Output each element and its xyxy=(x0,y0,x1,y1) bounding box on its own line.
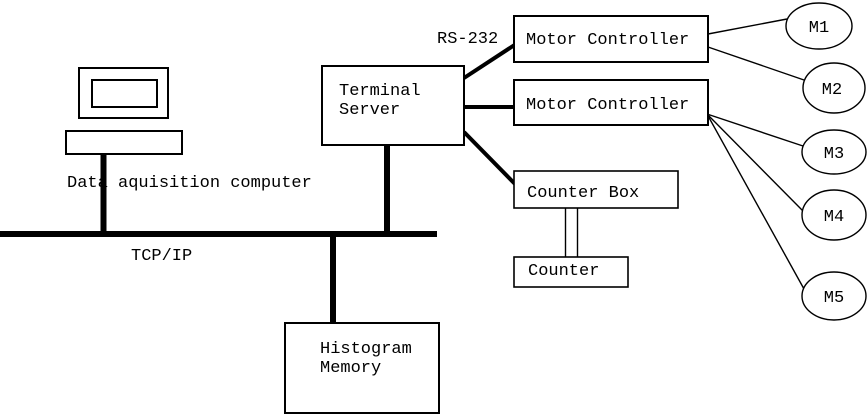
motor-m2-ellipse xyxy=(802,62,866,114)
motor-controller-2-box xyxy=(513,79,709,126)
connector-terminal-server-to-counter-box xyxy=(462,130,517,186)
data-acquisition-computer-label: Data aquisition computer xyxy=(67,174,312,193)
terminal-server-box xyxy=(321,65,465,146)
connector-motor-controller-2-to-m5 xyxy=(706,113,805,290)
motor-controller-1-label: Motor Controller xyxy=(526,31,689,50)
counter-box xyxy=(513,256,629,288)
counter-label: Counter xyxy=(528,262,599,281)
motor-m5-label: M5 xyxy=(824,289,844,308)
histogram-memory-label-line2: Memory xyxy=(320,359,381,378)
motor-m1-ellipse xyxy=(785,2,853,50)
terminal-server-label-line2: Server xyxy=(339,101,400,120)
connector-motor-controller-2-to-m3 xyxy=(706,113,804,147)
histogram-memory-label-line1: Histogram xyxy=(320,340,412,359)
tcpip-label: TCP/IP xyxy=(131,247,192,266)
motor-m4-label: M4 xyxy=(824,208,844,227)
connector-motor-controller-1-to-m1 xyxy=(707,18,788,35)
motor-controller-1-box xyxy=(513,15,709,63)
counter-box-box xyxy=(513,170,679,209)
monitor-screen-icon xyxy=(91,79,158,108)
motor-controller-2-label: Motor Controller xyxy=(526,96,689,115)
keyboard-icon xyxy=(65,130,183,155)
motor-m3-ellipse xyxy=(801,129,867,175)
motor-m5-ellipse xyxy=(801,271,867,321)
connector-motor-controller-1-to-m2 xyxy=(707,46,805,81)
computer-icon xyxy=(65,67,183,155)
motor-m3-label: M3 xyxy=(824,145,844,164)
rs232-label: RS-232 xyxy=(437,30,498,49)
motor-m1-label: M1 xyxy=(809,19,829,38)
connector-motor-controller-2-to-m4 xyxy=(706,113,804,212)
histogram-memory-box xyxy=(284,322,440,414)
motor-m2-label: M2 xyxy=(822,81,842,100)
counter-box-label: Counter Box xyxy=(527,184,639,203)
terminal-server-label-line1: Terminal xyxy=(339,82,421,101)
motor-m4-ellipse xyxy=(801,189,867,241)
connector-terminal-server-to-motor-controller-1 xyxy=(462,42,518,80)
